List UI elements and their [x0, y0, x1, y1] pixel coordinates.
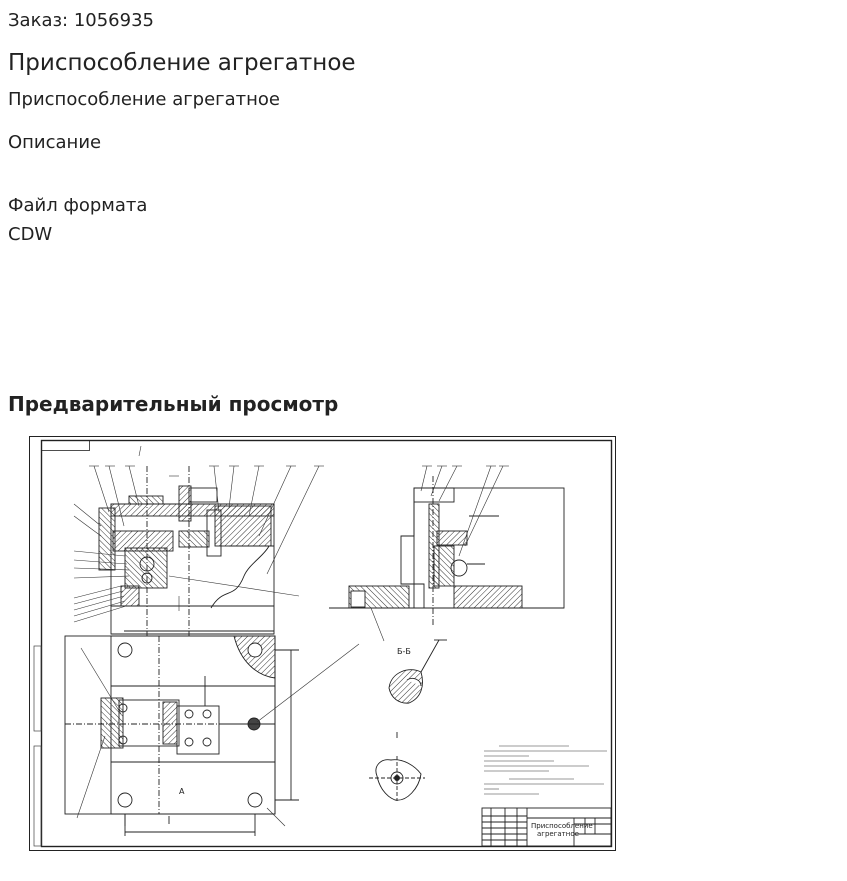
file-format-label: Файл формата: [8, 195, 148, 216]
stamp-title-line2: агрегатное: [537, 830, 579, 838]
product-subtitle: Приспособление агрегатное: [8, 89, 281, 110]
technical-drawing-preview-icon: Б-Б А: [29, 436, 616, 851]
order-number: Заказ: 1056935: [8, 10, 154, 31]
preview-image[interactable]: Б-Б А: [29, 436, 616, 851]
preview-heading: Предварительный просмотр: [8, 392, 339, 416]
page-title: Приспособление агрегатное: [8, 50, 356, 76]
stamp-title-line1: Приспособление: [531, 822, 593, 830]
description-heading: Описание: [8, 132, 102, 153]
section-label: Б-Б: [397, 647, 411, 656]
file-format-value: CDW: [8, 224, 53, 245]
view-label: А: [179, 787, 185, 796]
